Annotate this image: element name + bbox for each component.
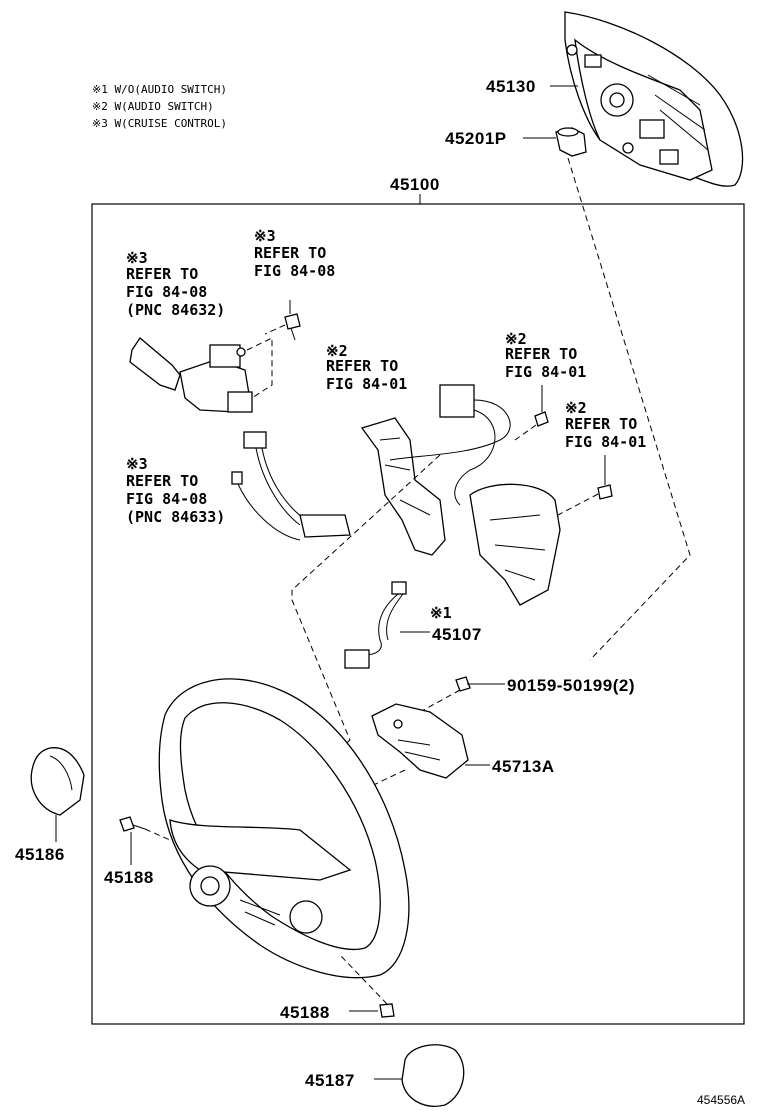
audio-screw-drawing bbox=[534, 385, 549, 427]
bolt-drawing bbox=[455, 676, 480, 692]
part-label-45188-bottom: 45188 bbox=[280, 1003, 330, 1022]
ref-audio-screw-1: REFER TO bbox=[505, 345, 577, 363]
cruise-wire-drawing bbox=[231, 431, 351, 541]
ref-audio-right-1: REFER TO bbox=[565, 415, 637, 433]
note-1: ※1 W/O(AUDIO SWITCH) bbox=[92, 83, 227, 96]
part-label-45201P: 45201P bbox=[445, 129, 507, 148]
ref-audio-right-2: FIG 84-01 bbox=[565, 433, 646, 451]
assembly-box bbox=[91, 203, 745, 1025]
part-label-45713A: 45713A bbox=[492, 757, 555, 776]
part-label-45130: 45130 bbox=[486, 77, 536, 96]
mark-2-right: ※2 bbox=[565, 399, 587, 417]
part-label-45186: 45186 bbox=[15, 845, 65, 864]
ref-audio-left-2: FIG 84-01 bbox=[326, 375, 407, 393]
airbag-nut-drawing bbox=[555, 127, 587, 157]
part-label-45100: 45100 bbox=[390, 175, 440, 194]
cruise-screw-drawing bbox=[284, 300, 301, 341]
audio-switch-left-drawing bbox=[360, 384, 511, 556]
cover-45186-drawing bbox=[30, 747, 85, 816]
mark-3-switch: ※3 bbox=[126, 249, 148, 267]
screw-45188-left-drawing bbox=[119, 816, 146, 832]
cruise-switch-drawing bbox=[129, 337, 253, 413]
ref-wire-2: FIG 84-08 bbox=[126, 490, 207, 508]
ref-audio-left-1: REFER TO bbox=[326, 357, 398, 375]
mark-3-wire: ※3 bbox=[126, 455, 148, 473]
audio-switch-right-drawing bbox=[469, 455, 613, 606]
ref-screw-1: REFER TO bbox=[254, 244, 326, 262]
note-3: ※3 W(CRUISE CONTROL) bbox=[92, 117, 227, 130]
ref-wire-3: (PNC 84633) bbox=[126, 508, 225, 526]
mark-2-left: ※2 bbox=[326, 342, 348, 360]
mark-2-screw: ※2 bbox=[505, 330, 527, 348]
ref-audio-screw-2: FIG 84-01 bbox=[505, 363, 586, 381]
cap-45187-drawing bbox=[401, 1044, 465, 1107]
mark-1-wire: ※1 bbox=[430, 604, 452, 622]
part-label-90159-50199: 90159-50199(2) bbox=[507, 676, 635, 695]
ref-line-3: (PNC 84632) bbox=[126, 301, 225, 319]
mark-3-screw: ※3 bbox=[254, 227, 276, 245]
ref-line-1: REFER TO bbox=[126, 265, 198, 283]
screw-45188-bottom-drawing bbox=[379, 1003, 395, 1018]
ref-screw-2: FIG 84-08 bbox=[254, 262, 335, 280]
note-2: ※2 W(AUDIO SWITCH) bbox=[92, 100, 214, 113]
part-label-45188-left: 45188 bbox=[104, 868, 154, 887]
wire-45107-drawing bbox=[344, 581, 407, 669]
figure-id: 454556A bbox=[697, 1093, 745, 1107]
ref-line-2: FIG 84-08 bbox=[126, 283, 207, 301]
cover-45713A-drawing bbox=[371, 703, 469, 779]
steering-wheel-drawing bbox=[158, 678, 410, 979]
part-label-45187: 45187 bbox=[305, 1071, 355, 1090]
part-label-45107: 45107 bbox=[432, 625, 482, 644]
ref-wire-1: REFER TO bbox=[126, 472, 198, 490]
airbag-assembly-drawing bbox=[564, 11, 744, 187]
